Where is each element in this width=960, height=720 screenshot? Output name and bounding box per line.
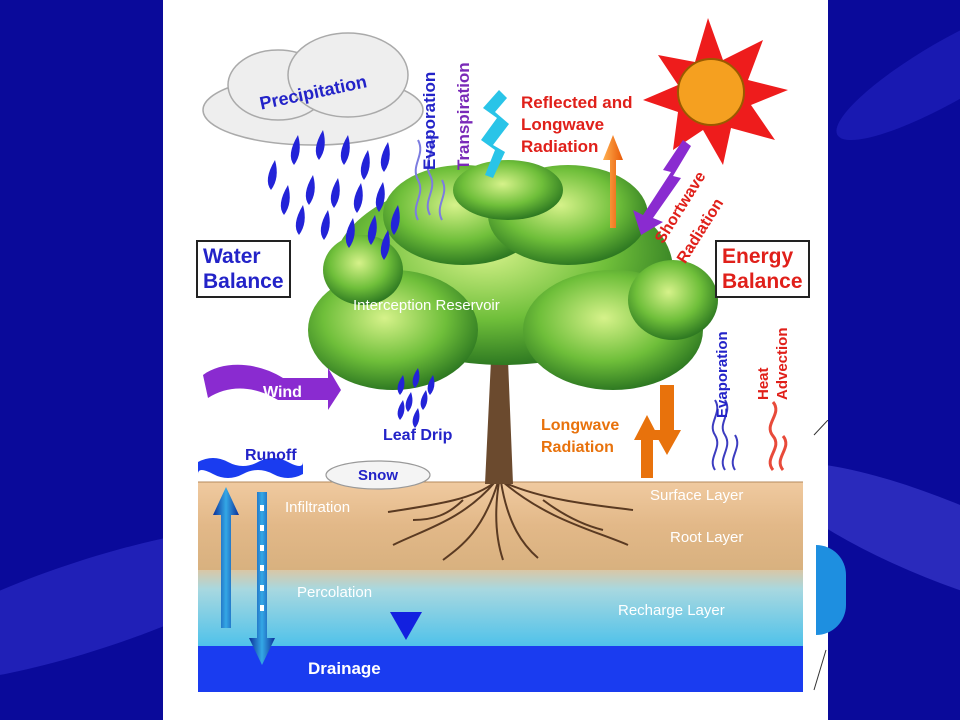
right-decor-circle — [816, 545, 846, 635]
drainage-zone — [198, 646, 803, 692]
snow-label: Snow — [358, 467, 398, 484]
snow-patch — [325, 460, 431, 490]
infiltration-up-arrow — [213, 487, 239, 628]
energy-balance-box: Energy Balance — [715, 240, 810, 298]
recharge-layer-label: Recharge Layer — [618, 602, 725, 619]
energy-balance-line1: Energy — [722, 245, 794, 268]
leaf-drip-drops — [397, 368, 435, 428]
tree-trunk — [428, 290, 557, 484]
energy-balance-line2: Balance — [722, 270, 803, 293]
evaporation-top-label: Evaporation — [420, 71, 439, 170]
shortwave-arrow — [633, 140, 691, 235]
right-decor-lines — [813, 420, 829, 691]
root-layer-label: Root Layer — [670, 529, 744, 546]
percolation-down-arrow — [249, 492, 275, 665]
drainage-label: Drainage — [308, 659, 381, 678]
reflected-label-line2: Longwave — [521, 115, 605, 134]
percolation-dashes — [260, 505, 264, 611]
surface-layer-label: Surface Layer — [650, 487, 744, 504]
interception-label: Interception Reservoir — [353, 297, 500, 314]
diagram-canvas — [198, 18, 803, 692]
reflected-label-line1: Reflected and — [521, 93, 633, 112]
recharge-zone — [198, 570, 803, 646]
tree-canopy — [308, 160, 718, 390]
longwave-label-line1: Longwave — [541, 417, 620, 434]
transpiration-arrow — [481, 90, 509, 178]
cloud — [202, 32, 424, 146]
heat-advection-line1: Heat — [755, 367, 772, 400]
wind-label: Wind — [263, 384, 302, 401]
longwave-down-arrow — [653, 385, 681, 455]
heat-advection-line2: Advection — [774, 327, 791, 400]
heat-advection-wisps — [768, 401, 788, 471]
transpiration-label: Transpiration — [454, 62, 473, 170]
percolation-label: Percolation — [297, 584, 373, 601]
longwave-label-line2: Radiation — [541, 439, 614, 456]
reflected-longwave-arrow — [603, 135, 623, 228]
longwave-up-arrow — [634, 415, 660, 478]
tree-roots — [387, 481, 634, 561]
runoff-label: Runoff — [245, 447, 297, 464]
evaporation-wisps — [414, 134, 446, 221]
surface-soil — [198, 482, 803, 570]
water-table-marker — [390, 612, 422, 640]
evaporation-right-label: Evaporation — [714, 331, 731, 418]
rain-drops — [267, 130, 400, 260]
slide-panel: Precipitation Evaporation Transpiration … — [163, 0, 828, 720]
infiltration-label: Infiltration — [285, 499, 351, 516]
sun — [643, 18, 788, 165]
reflected-label-line3: Radiation — [521, 137, 599, 156]
leaf-drip-label: Leaf Drip — [383, 427, 453, 444]
water-balance-line1: Water — [203, 245, 261, 268]
runoff-wave — [198, 458, 303, 478]
evaporation-right-wisps — [711, 399, 739, 471]
water-balance-box: Water Balance — [196, 240, 291, 298]
background-streak — [822, 0, 960, 161]
wind-arrow — [203, 364, 341, 410]
water-balance-line2: Balance — [203, 270, 284, 293]
